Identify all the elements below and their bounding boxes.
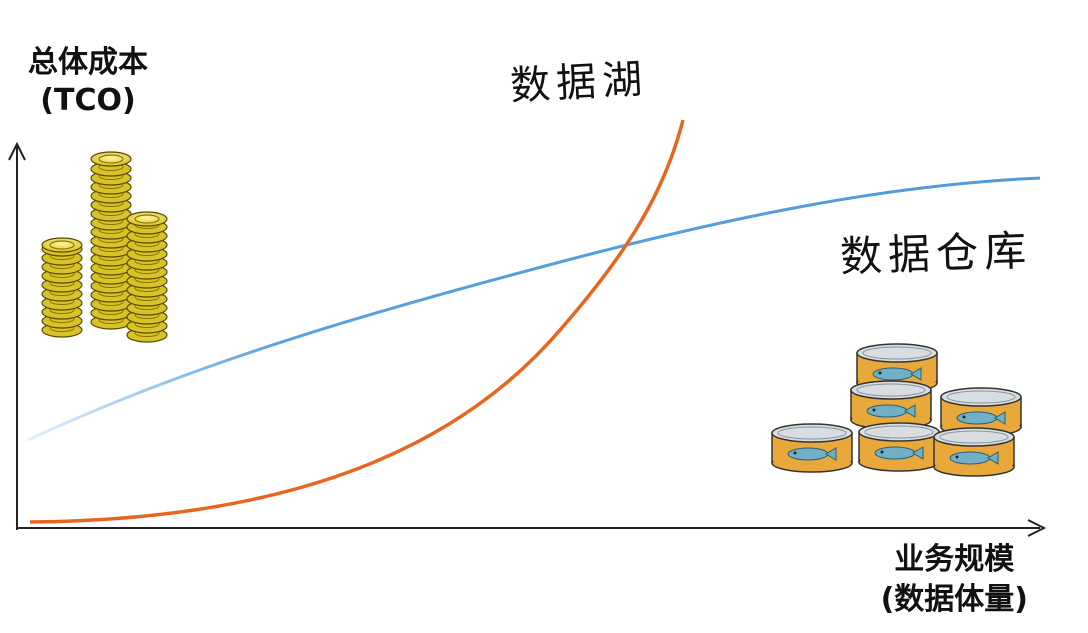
y-axis: [8, 141, 26, 530]
y-axis-label: 总体成本 (TCO): [28, 44, 148, 120]
x-axis-label-line2: (数据体量): [880, 582, 1028, 617]
x-axis: [17, 519, 1047, 537]
data-warehouse-curve: [27, 176, 1041, 442]
y-axis-label-line2: (TCO): [40, 83, 136, 118]
gold-coin-stacks-icon: [41, 151, 168, 343]
y-axis-label-line1: 总体成本: [28, 45, 148, 80]
data-warehouse-label: 数据仓库: [839, 225, 1033, 282]
fish-tin-cans-icon: [771, 343, 1022, 477]
x-axis-label: 业务规模 (数据体量): [881, 540, 1028, 620]
data-lake-label: 数据湖: [509, 56, 650, 110]
x-axis-label-line1: 业务规模: [894, 542, 1015, 577]
data-lake-curve: [29, 119, 685, 524]
